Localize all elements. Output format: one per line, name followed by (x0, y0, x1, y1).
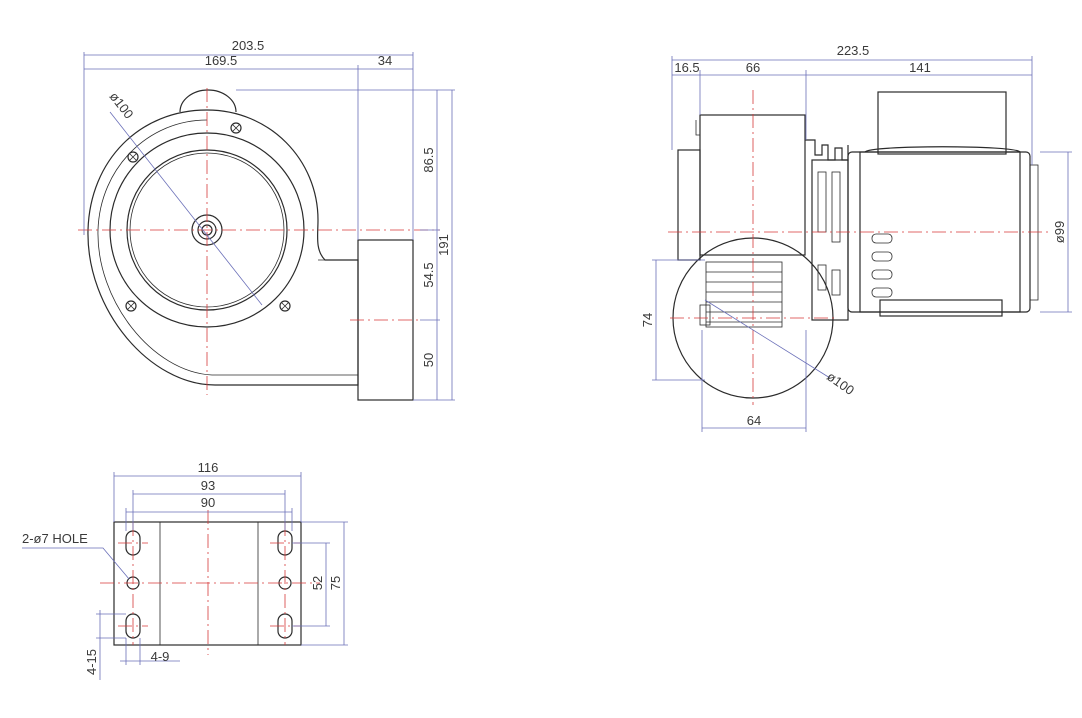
dim-90: 90 (201, 495, 215, 510)
front-view: 203.5 169.5 34 86.5 191 54.5 50 ø100 (78, 38, 455, 401)
dim-74: 74 (640, 313, 655, 327)
dim-86-5: 86.5 (421, 147, 436, 172)
scroll-housing-outline (87, 109, 359, 386)
inlet-diameter-leader (109, 111, 263, 306)
dim-75: 75 (328, 576, 343, 590)
dim-191: 191 (436, 234, 451, 256)
terminal-base (864, 146, 1021, 153)
dim-16-5: 16.5 (674, 60, 699, 75)
dim-inlet-diameter: ø100 (107, 89, 137, 122)
dim-99: ø99 (1052, 221, 1067, 243)
dim-169-5: 169.5 (205, 53, 238, 68)
hole-note-leader (22, 547, 130, 580)
dim-4-15: 4-15 (84, 649, 99, 675)
dim-4-9: 4-9 (151, 649, 170, 664)
dim-52: 52 (310, 576, 325, 590)
screw-top-left (127, 151, 139, 163)
dim-141: 141 (909, 60, 931, 75)
cooling-fins (805, 139, 849, 321)
dim-203-5: 203.5 (232, 38, 265, 53)
base-view: 116 93 90 75 52 4-15 4-9 2-ø7 HOLE (22, 460, 348, 680)
side-view: 223.5 16.5 66 141 ø99 74 64 ø100 (640, 43, 1072, 432)
dim-223-5: 223.5 (837, 43, 870, 58)
dim-34: 34 (378, 53, 392, 68)
dim-side-inlet-diameter: ø100 (824, 369, 857, 398)
dim-50: 50 (421, 353, 436, 367)
screw-top-right (230, 122, 242, 134)
screw-bottom-right (279, 300, 291, 312)
dim-116: 116 (198, 460, 219, 475)
dim-93: 93 (201, 478, 215, 493)
blower-housing (699, 114, 806, 256)
motor-foot (879, 299, 1003, 317)
motor-vents (871, 233, 893, 298)
impeller-blades (699, 261, 783, 328)
motor-endcap (1029, 164, 1039, 301)
dim-54-5: 54.5 (421, 262, 436, 287)
motor-bump (179, 89, 237, 113)
dim-66: 66 (746, 60, 760, 75)
screw-bottom-left (125, 300, 137, 312)
housing-flange (677, 149, 701, 261)
dim-64: 64 (747, 413, 761, 428)
side-diameter-leader (704, 299, 831, 379)
terminal-box (877, 91, 1007, 155)
hole-note: 2-ø7 HOLE (22, 531, 88, 546)
base-plate (113, 521, 302, 646)
housing-lip (695, 120, 700, 136)
